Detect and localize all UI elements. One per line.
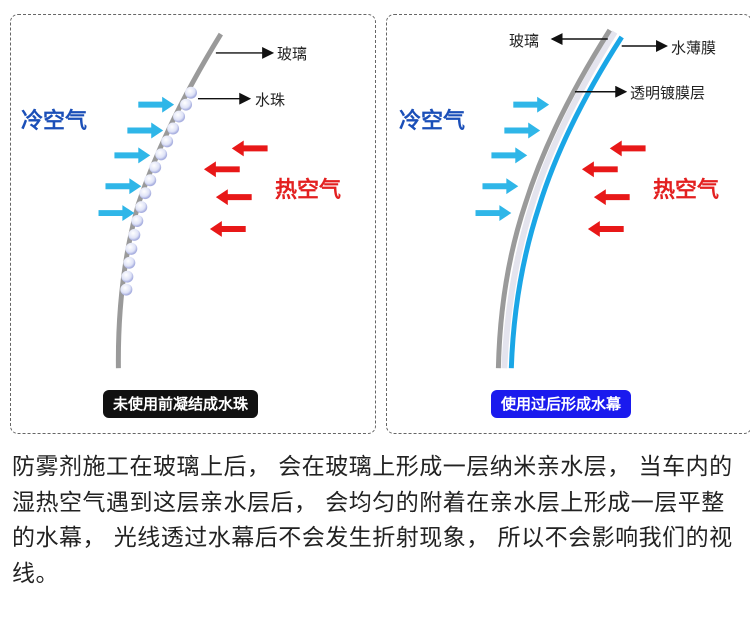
diagram-after: [387, 15, 750, 433]
hot-air-label: 热空气: [275, 172, 341, 204]
coating-label: 透明镀膜层: [630, 82, 705, 103]
glass-curve: [118, 34, 220, 368]
hot-air-label: 热空气: [653, 172, 719, 204]
hot-air-arrows: [582, 140, 646, 236]
diagram-before: [11, 15, 375, 433]
hot-air-arrows: [204, 140, 268, 236]
cold-air-label: 冷空气: [399, 103, 465, 135]
coating-layer: [504, 32, 614, 368]
droplet-label: 水珠: [255, 89, 285, 110]
caption-before: 未使用前凝结成水珠: [103, 390, 258, 418]
cold-air-label: 冷空气: [21, 103, 87, 135]
glass-label: 玻璃: [277, 43, 307, 64]
panel-after: 玻璃 水薄膜 透明镀膜层 冷空气 热空气 使用过后形成水幕: [386, 14, 750, 434]
glass-label: 玻璃: [509, 30, 539, 51]
description-text: 防雾剂施工在玻璃上后， 会在玻璃上形成一层纳米亲水层， 当车内的湿热空气遇到这层…: [12, 450, 742, 592]
caption-after: 使用过后形成水幕: [491, 390, 631, 418]
water-film-label: 水薄膜: [671, 37, 716, 58]
panel-before: 玻璃 水珠 冷空气 热空气 未使用前凝结成水珠: [10, 14, 376, 434]
